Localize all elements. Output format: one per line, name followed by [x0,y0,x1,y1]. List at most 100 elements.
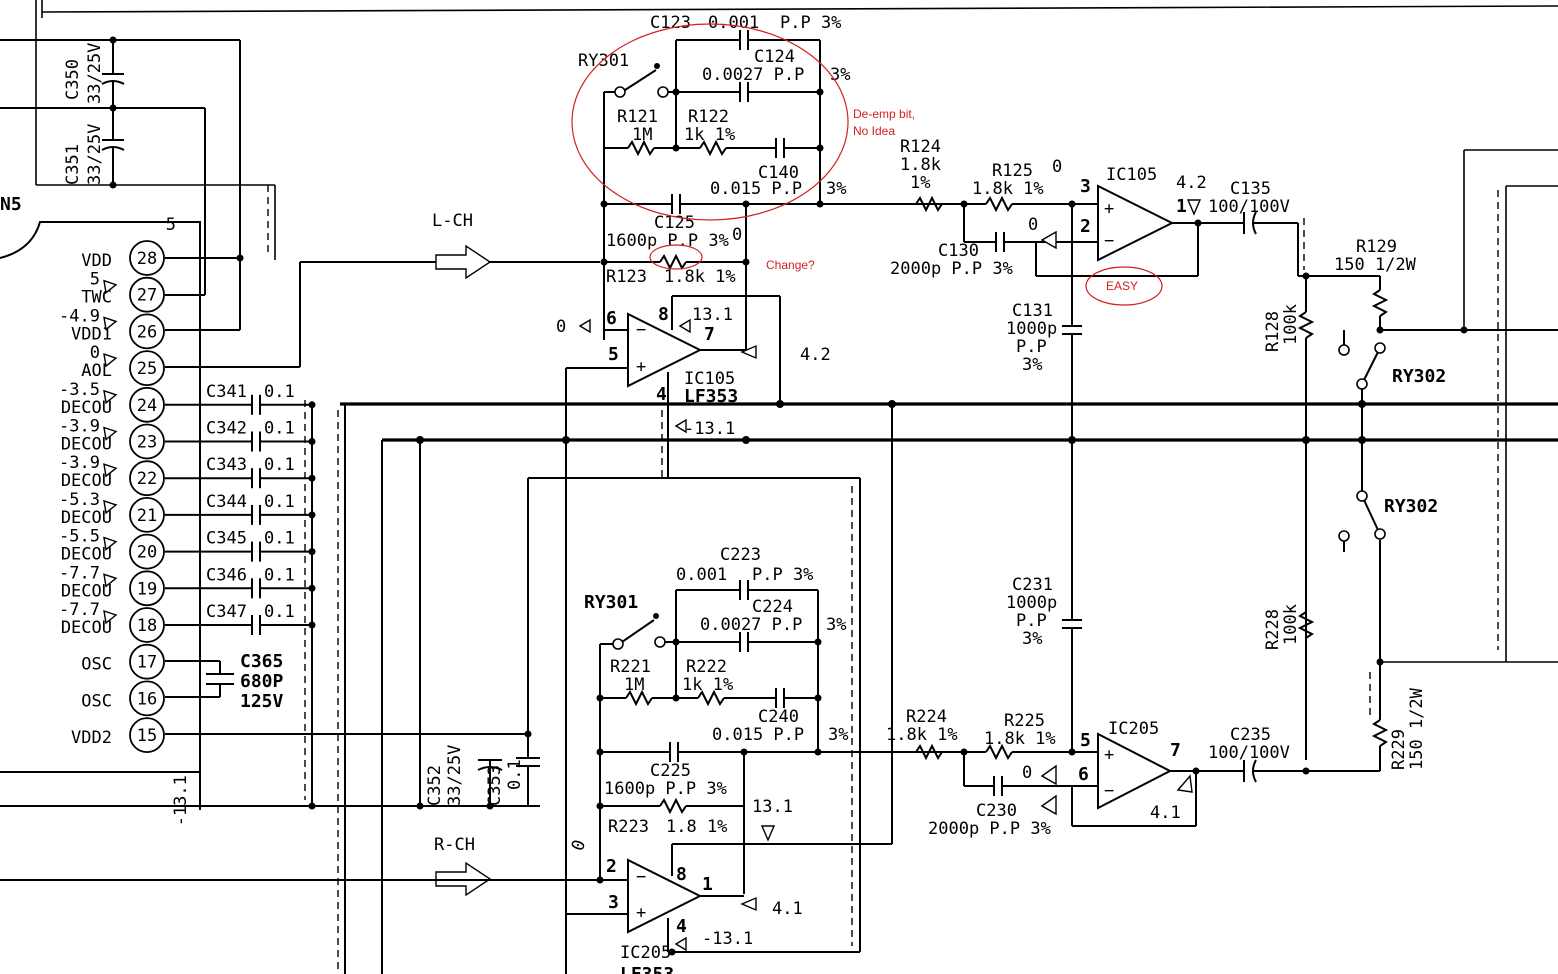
ic-pin-circle [129,386,165,423]
right-opamp-a-pin3: 3 [608,892,619,913]
ic-pin-number: 23 [137,433,157,453]
ic-pin-circle [129,460,165,497]
c231-spec: P.P [1016,611,1047,631]
ic-pin-name: OSC [81,691,112,711]
r225-value: 1.8k 1% [984,729,1056,749]
svg-text:+: + [1104,745,1114,765]
left-opamp-b-pin3: 3 [1080,176,1091,197]
c124-spec: 3% [830,65,850,85]
c123-ref: C123 [650,13,691,33]
svg-text:−: − [1104,781,1114,801]
right-opamp-a-output-voltage: 4.1 [772,899,803,919]
r221-ref: R221 [610,657,651,677]
c231-ref: C231 [1012,575,1053,595]
r122-value: 1k 1% [684,125,735,145]
ic-pin-voltage: -13.1 [171,775,191,826]
ic-pin-circle [129,313,165,350]
c131-spec: P.P [1016,337,1047,357]
c365-value: 680P [240,671,284,692]
c140-value: 0.015 P.P [710,179,802,199]
r124-ref: R124 [900,137,941,157]
c223-ref: C223 [720,545,761,565]
c231-value: 1000p [1006,593,1057,613]
r228-value: 100k [1281,604,1301,645]
voltage-marker [103,573,118,588]
right-opamp-a-ref: IC205 [620,943,671,963]
r129-ref: R129 [1356,237,1397,257]
ic-pin-number: 15 [137,726,157,746]
ic-pin-number: 22 [137,469,157,489]
c225-ref: C225 [650,761,691,781]
c230-ref: C230 [976,801,1017,821]
ic-pin-name: DECOU [61,398,112,418]
c231-tol: 3% [1022,629,1042,649]
left-channel-input-arrow [435,244,492,280]
left-opamp-a-pin8: 8 [658,304,669,325]
left-channel-label: L-CH [432,211,473,231]
ic-pin-name: TWC [81,288,112,308]
c353-value: 0.1 [505,759,525,790]
decoupling-cap-value: 0.1 [264,419,295,439]
r128-value: 100k [1281,304,1301,345]
ic-pin-circle [129,240,165,276]
ic-pin-name: DECOU [61,435,112,455]
decoupling-cap-value: 0.1 [264,565,295,585]
decoupling-cap-ref: C347 [206,602,247,622]
power-buses [337,400,1558,974]
decoupling-cap-ref: C344 [206,492,247,512]
c125-value: 1600p P.P 3% [606,231,729,251]
c223-spec: P.P 3% [752,565,813,585]
frame [0,0,1558,330]
right-opamp-a [627,858,703,934]
ic-name-fragment: N5 [0,194,22,215]
right-opamp-b-pin6: 6 [1078,764,1089,785]
c125-ref: C125 [654,213,695,233]
c350-ref: C350 [63,59,83,100]
ic-pin-circle [129,607,165,643]
c235-ref: C235 [1230,725,1271,745]
c224-spec: 3% [826,615,846,635]
decoupling-cap-ref: C342 [206,419,247,439]
r123-ref: R123 [606,267,647,287]
c140-spec: 3% [826,179,846,199]
ic-pin-number: 17 [137,653,157,673]
r228-ref: R228 [1263,609,1283,650]
decoupling-cap: C342 0.1 [165,419,316,452]
svg-text:−: − [636,320,646,340]
right-opamp-a-pin2: 2 [606,856,617,877]
ic-pin-voltage: -4.9 [59,306,100,326]
ic-pin-circle [129,497,165,533]
right-opamp-a-pos-supply: 13.1 [752,797,793,817]
left-relay-contact-a [614,86,626,98]
ic-pin-voltage: -5.3 [59,490,100,510]
c123-spec: P.P 3% [780,13,841,33]
decoupling-cap-ref: C341 [206,382,247,402]
right-opamp-b-pin7: 7 [1170,740,1181,761]
ic-pin-name: VDD [81,251,112,271]
voltage-marker [103,536,118,551]
left-opamp-a-neg-supply: -13.1 [684,419,735,439]
voltage-marker [103,426,118,441]
r128-ref: R128 [1263,311,1283,352]
annotation-easy: EASY [1106,279,1138,293]
c224-value: 0.0027 P.P [700,615,802,635]
decoupling-cap-ref: C343 [206,455,247,475]
r125-value: 1.8k 1% [972,179,1044,199]
svg-text:+: + [1104,199,1114,219]
left-opamp-a-pin5: 5 [608,344,619,365]
c365-ref: C365 [240,651,283,672]
ic2-input-voltage-right: 0 [1022,763,1032,783]
ic-pin-name: DECOU [61,508,112,528]
